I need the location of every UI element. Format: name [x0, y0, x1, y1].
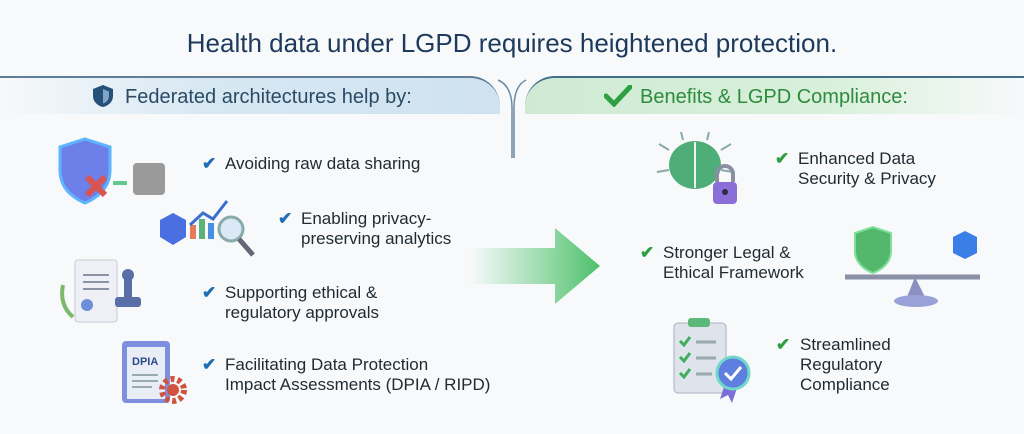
left-item-2: Enabling privacy-preserving analytics [301, 209, 451, 249]
check-icon: ✔ [202, 355, 217, 374]
approval-document-icon [60, 259, 141, 323]
item-text: Regulatory [800, 355, 883, 374]
balance-scale-icon [845, 225, 980, 307]
brain-lock-icon [656, 131, 737, 204]
dpia-label: DPIA [132, 356, 158, 368]
compliance-checklist-icon [673, 318, 751, 403]
item-text: Ethical Framework [663, 263, 804, 282]
check-icon: ✔ [775, 149, 790, 168]
dpia-clipboard-icon: DPIA [122, 341, 187, 404]
item-text: Compliance [800, 375, 890, 394]
item-text: Supporting ethical & [225, 283, 378, 302]
item-text: Streamlined [800, 335, 891, 354]
item-text: Stronger Legal & [663, 243, 791, 262]
item-text: Security & Privacy [798, 169, 936, 188]
check-icon: ✔ [202, 283, 217, 302]
item-text: preserving analytics [301, 229, 452, 248]
left-heading: Federated architectures help by: [125, 86, 412, 108]
analytics-icon [160, 200, 255, 257]
connector-lines [498, 79, 527, 158]
shield-blocked-data-icon [58, 137, 165, 205]
item-text: Avoiding raw data sharing [225, 154, 421, 173]
item-text: Enabling privacy- [301, 209, 432, 228]
item-text: Enhanced Data [798, 149, 916, 168]
right-item-2: Stronger Legal &Ethical Framework [663, 243, 804, 283]
left-header-band [0, 76, 500, 114]
check-icon: ✔ [640, 243, 655, 262]
page-title: Health data under LGPD requires heighten… [186, 28, 838, 58]
check-icon: ✔ [278, 209, 293, 228]
right-arrow-icon [470, 228, 600, 304]
item-text: Impact Assessments (DPIA / RIPD) [225, 375, 491, 394]
check-icon: ✔ [776, 335, 791, 354]
item-text: Facilitating Data Protection [225, 355, 429, 374]
right-heading: Benefits & LGPD Compliance: [640, 86, 908, 108]
check-icon [604, 85, 632, 107]
check-icon: ✔ [202, 154, 217, 173]
left-item-3: Supporting ethical &regulatory approvals [225, 283, 379, 323]
left-item-1: Avoiding raw data sharing [225, 154, 420, 174]
shield-icon [93, 85, 113, 107]
item-text: regulatory approvals [225, 303, 380, 322]
